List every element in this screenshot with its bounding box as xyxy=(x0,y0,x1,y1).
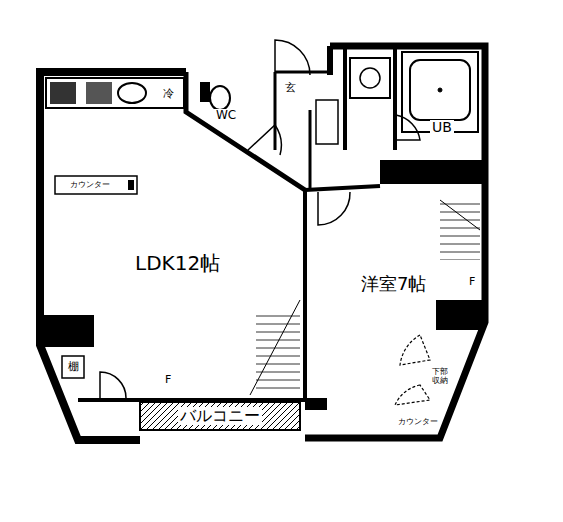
shelf-label: 棚 xyxy=(66,361,81,373)
flooring-mark: F xyxy=(163,374,173,386)
room-label: 洋室7帖 xyxy=(361,274,426,294)
room-label: LDK12帖 xyxy=(135,252,220,274)
counter-label: カウンター xyxy=(396,418,440,427)
counter-label: カウンター xyxy=(70,181,110,190)
room-label: UB xyxy=(430,120,454,135)
flooring-mark: F xyxy=(467,276,477,288)
fixture-label: 冷 xyxy=(161,88,176,100)
storage-label: 下部収納 xyxy=(430,368,450,386)
balcony-label: バルコニー xyxy=(178,407,262,425)
room-label: WC xyxy=(214,109,238,122)
room-label: 玄 xyxy=(283,82,298,94)
